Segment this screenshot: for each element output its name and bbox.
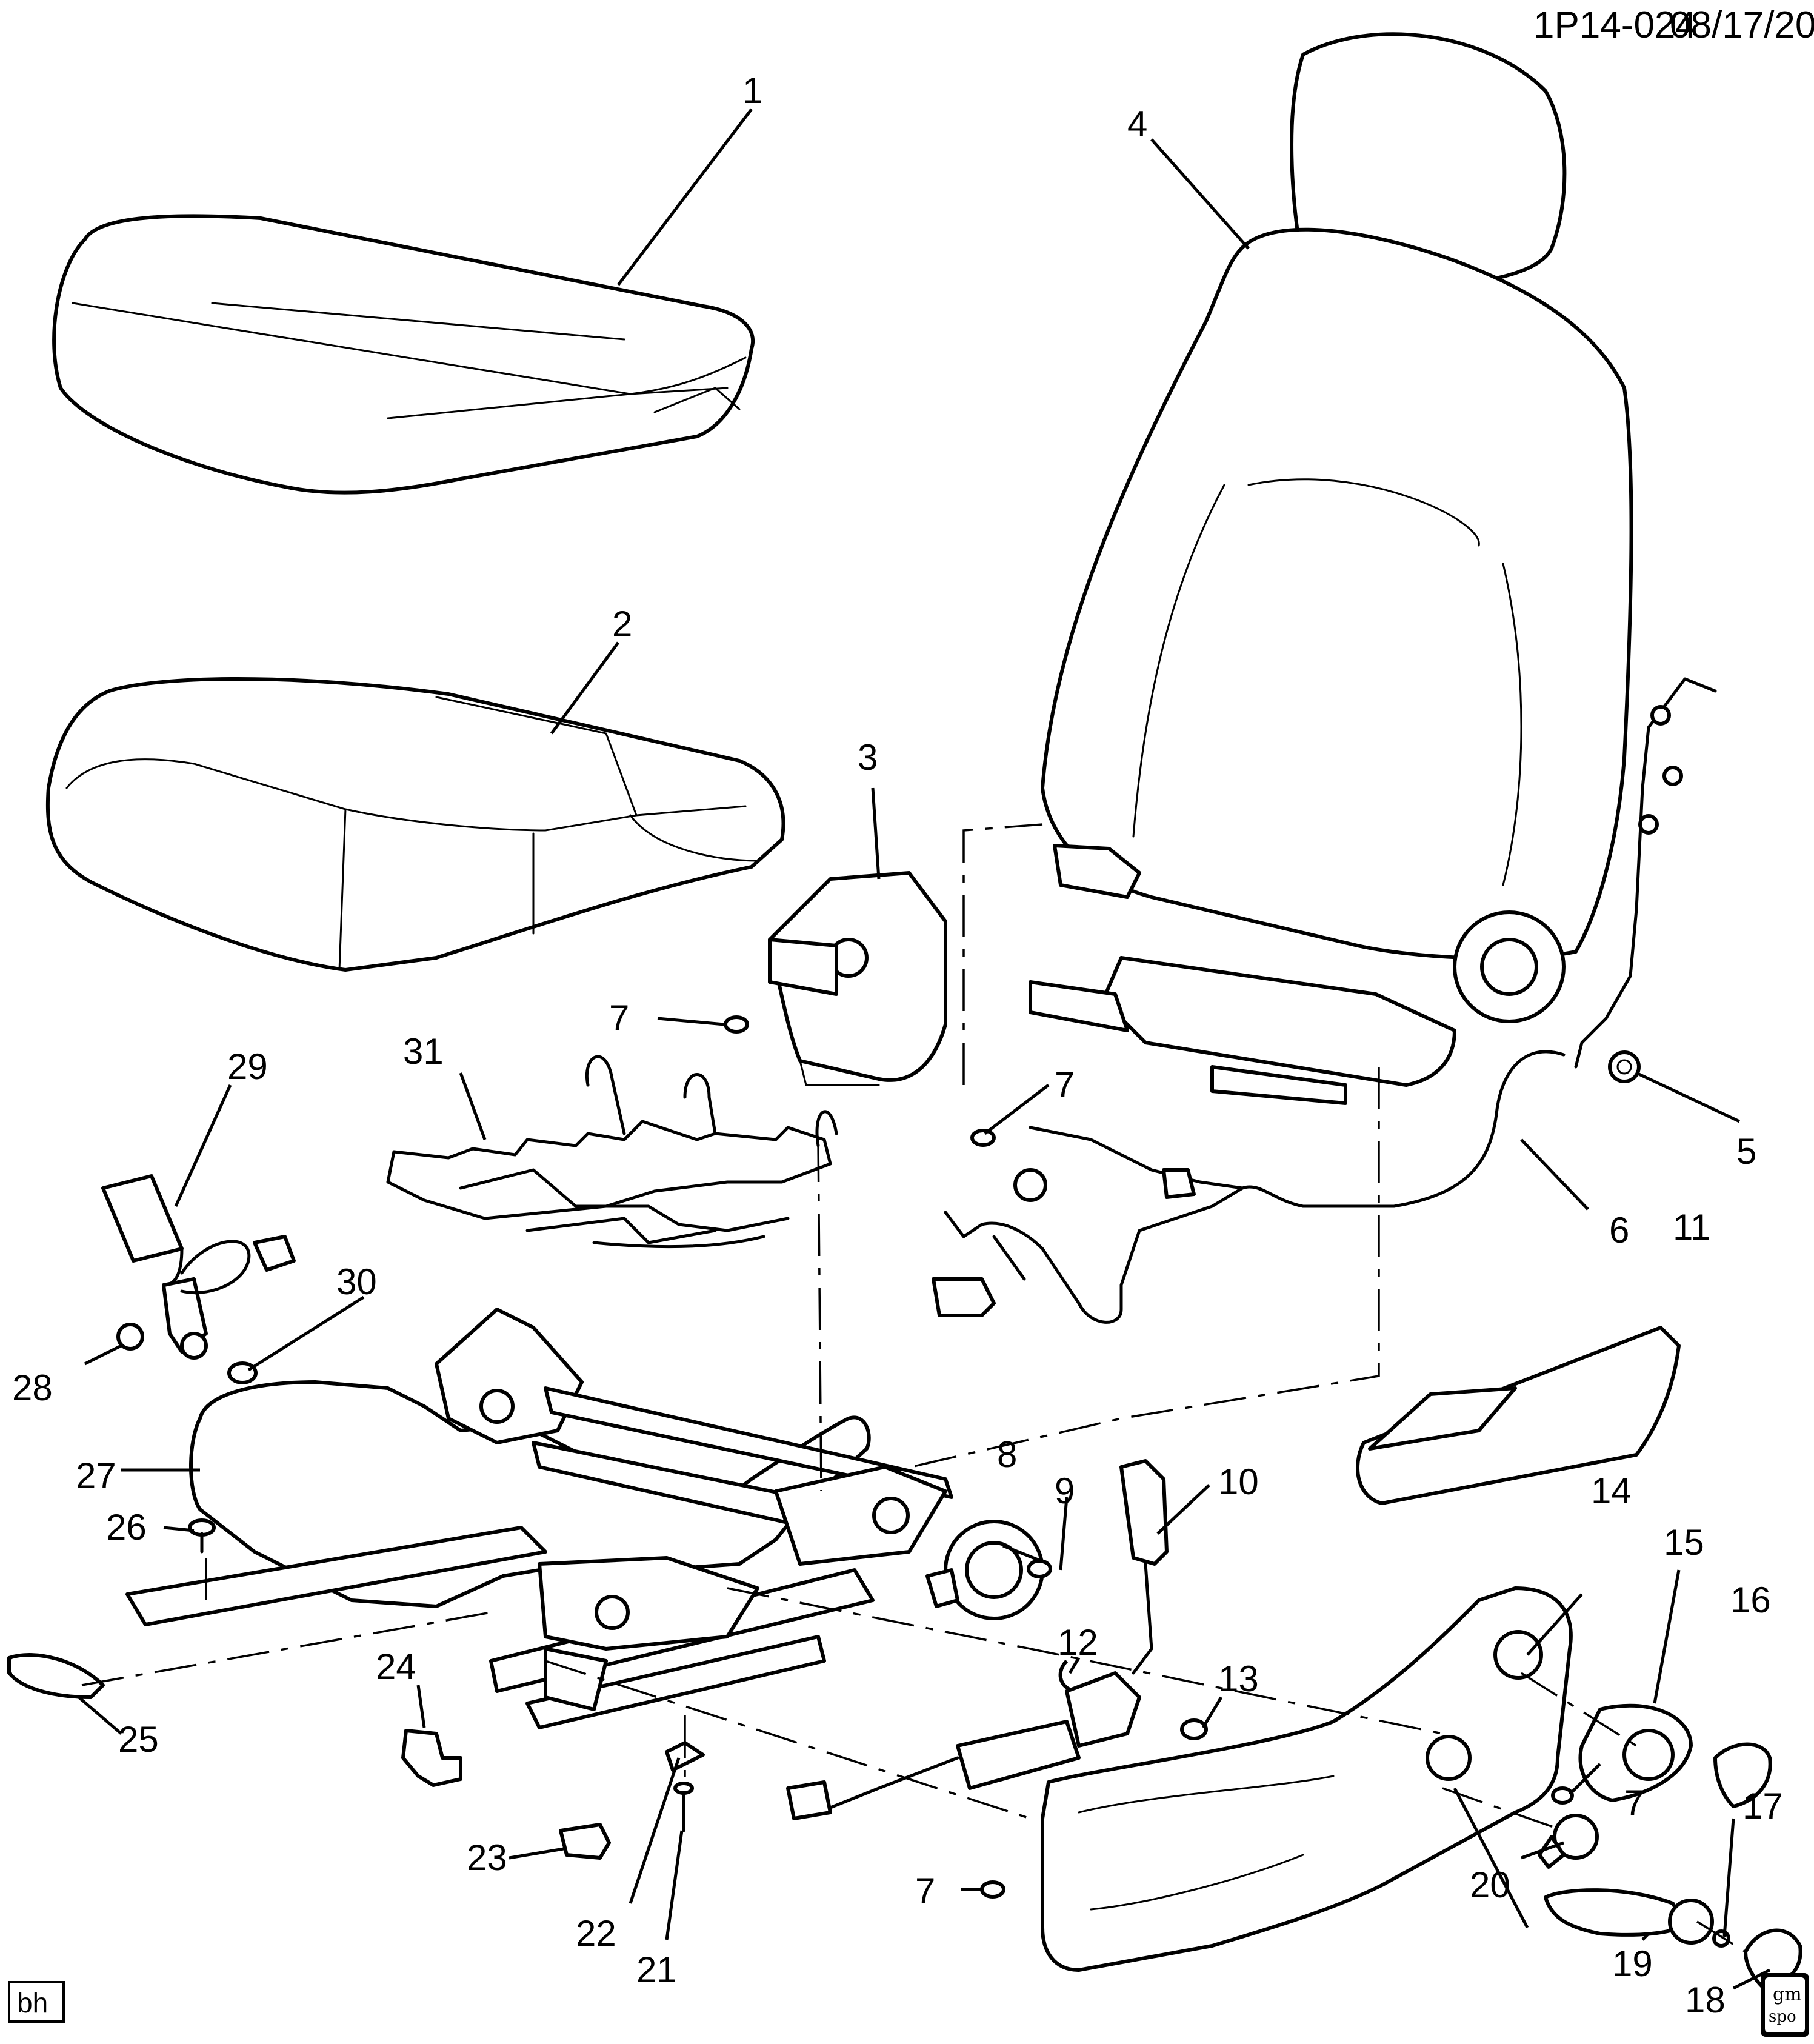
callout-26: 26 xyxy=(106,1507,147,1548)
seat-side-trim xyxy=(768,871,947,1086)
handle-cover-15 xyxy=(1578,1703,1693,1802)
callout-28: 28 xyxy=(12,1368,53,1408)
callout-23: 23 xyxy=(467,1837,507,1878)
callout-31: 31 xyxy=(403,1031,444,1072)
callout-16: 16 xyxy=(1730,1580,1771,1620)
callout-20: 20 xyxy=(1470,1865,1510,1905)
callout-19: 19 xyxy=(1612,1943,1653,1984)
seat-cushion-pad xyxy=(45,677,785,972)
bolt-26 xyxy=(188,1518,216,1554)
screw-7a xyxy=(724,1015,749,1034)
callout-7c: 7 xyxy=(915,1871,935,1911)
callout-1: 1 xyxy=(742,70,762,111)
handle-19 xyxy=(1544,1888,1714,1945)
side-shield-11 xyxy=(1356,1326,1681,1505)
seat-spring-mat xyxy=(386,1055,838,1249)
callout-25: 25 xyxy=(118,1719,159,1760)
gm-spo-logo: gm spo xyxy=(1761,1973,1809,2037)
callout-7b: 7 xyxy=(1055,1064,1075,1105)
screw-7d xyxy=(1551,1786,1574,1805)
pin-21 xyxy=(673,1782,694,1832)
callout-30: 30 xyxy=(336,1261,377,1302)
callout-29: 29 xyxy=(227,1046,268,1087)
logo-line-2: spo xyxy=(1769,2008,1796,2026)
callout-15: 15 xyxy=(1664,1522,1704,1563)
callout-5: 5 xyxy=(1736,1131,1756,1172)
clip-23 xyxy=(559,1823,611,1860)
wire-harness xyxy=(932,677,1717,1324)
clip-24 xyxy=(401,1729,462,1787)
front-trim-25 xyxy=(7,1653,105,1699)
callout-11: 11 xyxy=(1673,1207,1710,1247)
logo-line-1: gm xyxy=(1773,1984,1802,2005)
nut-5 xyxy=(1608,1050,1641,1083)
lever-10 xyxy=(786,1459,1169,1820)
screw-7c xyxy=(980,1880,1005,1899)
seat-belt-buckle xyxy=(101,1174,296,1360)
bolt-13 xyxy=(1180,1718,1208,1740)
callout-8: 8 xyxy=(997,1434,1017,1475)
callout-27: 27 xyxy=(76,1455,116,1496)
callout-18: 18 xyxy=(1685,1980,1726,2020)
screw-7b xyxy=(970,1129,996,1147)
escutcheon-20 xyxy=(1538,1814,1599,1869)
callout-7a: 7 xyxy=(609,998,629,1038)
callout-7d: 7 xyxy=(1624,1783,1644,1823)
seat-frame xyxy=(125,1308,953,1729)
callout-17: 17 xyxy=(1742,1786,1783,1826)
callout-22: 22 xyxy=(576,1913,616,1954)
callout-labels: 1 4 2 3 7 7 31 29 5 6 11 30 28 27 26 8 9… xyxy=(12,70,1783,2020)
seat-cushion-cover xyxy=(52,214,755,495)
cap-16 xyxy=(1713,1742,1772,1808)
diagram-code: 1P14-024 xyxy=(1533,4,1696,46)
callout-3: 3 xyxy=(858,737,878,778)
recliner-8 xyxy=(925,1520,1044,1620)
seat-back xyxy=(1029,32,1633,1105)
callout-10: 10 xyxy=(1218,1461,1259,1502)
initials-box: bh xyxy=(8,1981,65,2023)
diagram-date: 08/17/2011 xyxy=(1670,4,1814,46)
callout-13: 13 xyxy=(1218,1658,1259,1699)
callout-2: 2 xyxy=(612,604,632,644)
callout-21: 21 xyxy=(636,1949,677,1990)
initials-text: bh xyxy=(17,1987,48,2019)
callout-14: 14 xyxy=(1591,1471,1632,1511)
callout-6: 6 xyxy=(1609,1210,1629,1251)
callout-24: 24 xyxy=(376,1646,416,1687)
callout-9: 9 xyxy=(1055,1471,1075,1511)
seat-side-panel-14 xyxy=(1041,1586,1573,1972)
nut-28 xyxy=(116,1323,144,1351)
leader-lines xyxy=(78,108,1771,1990)
callout-12: 12 xyxy=(1058,1622,1098,1663)
callout-4: 4 xyxy=(1127,104,1147,144)
